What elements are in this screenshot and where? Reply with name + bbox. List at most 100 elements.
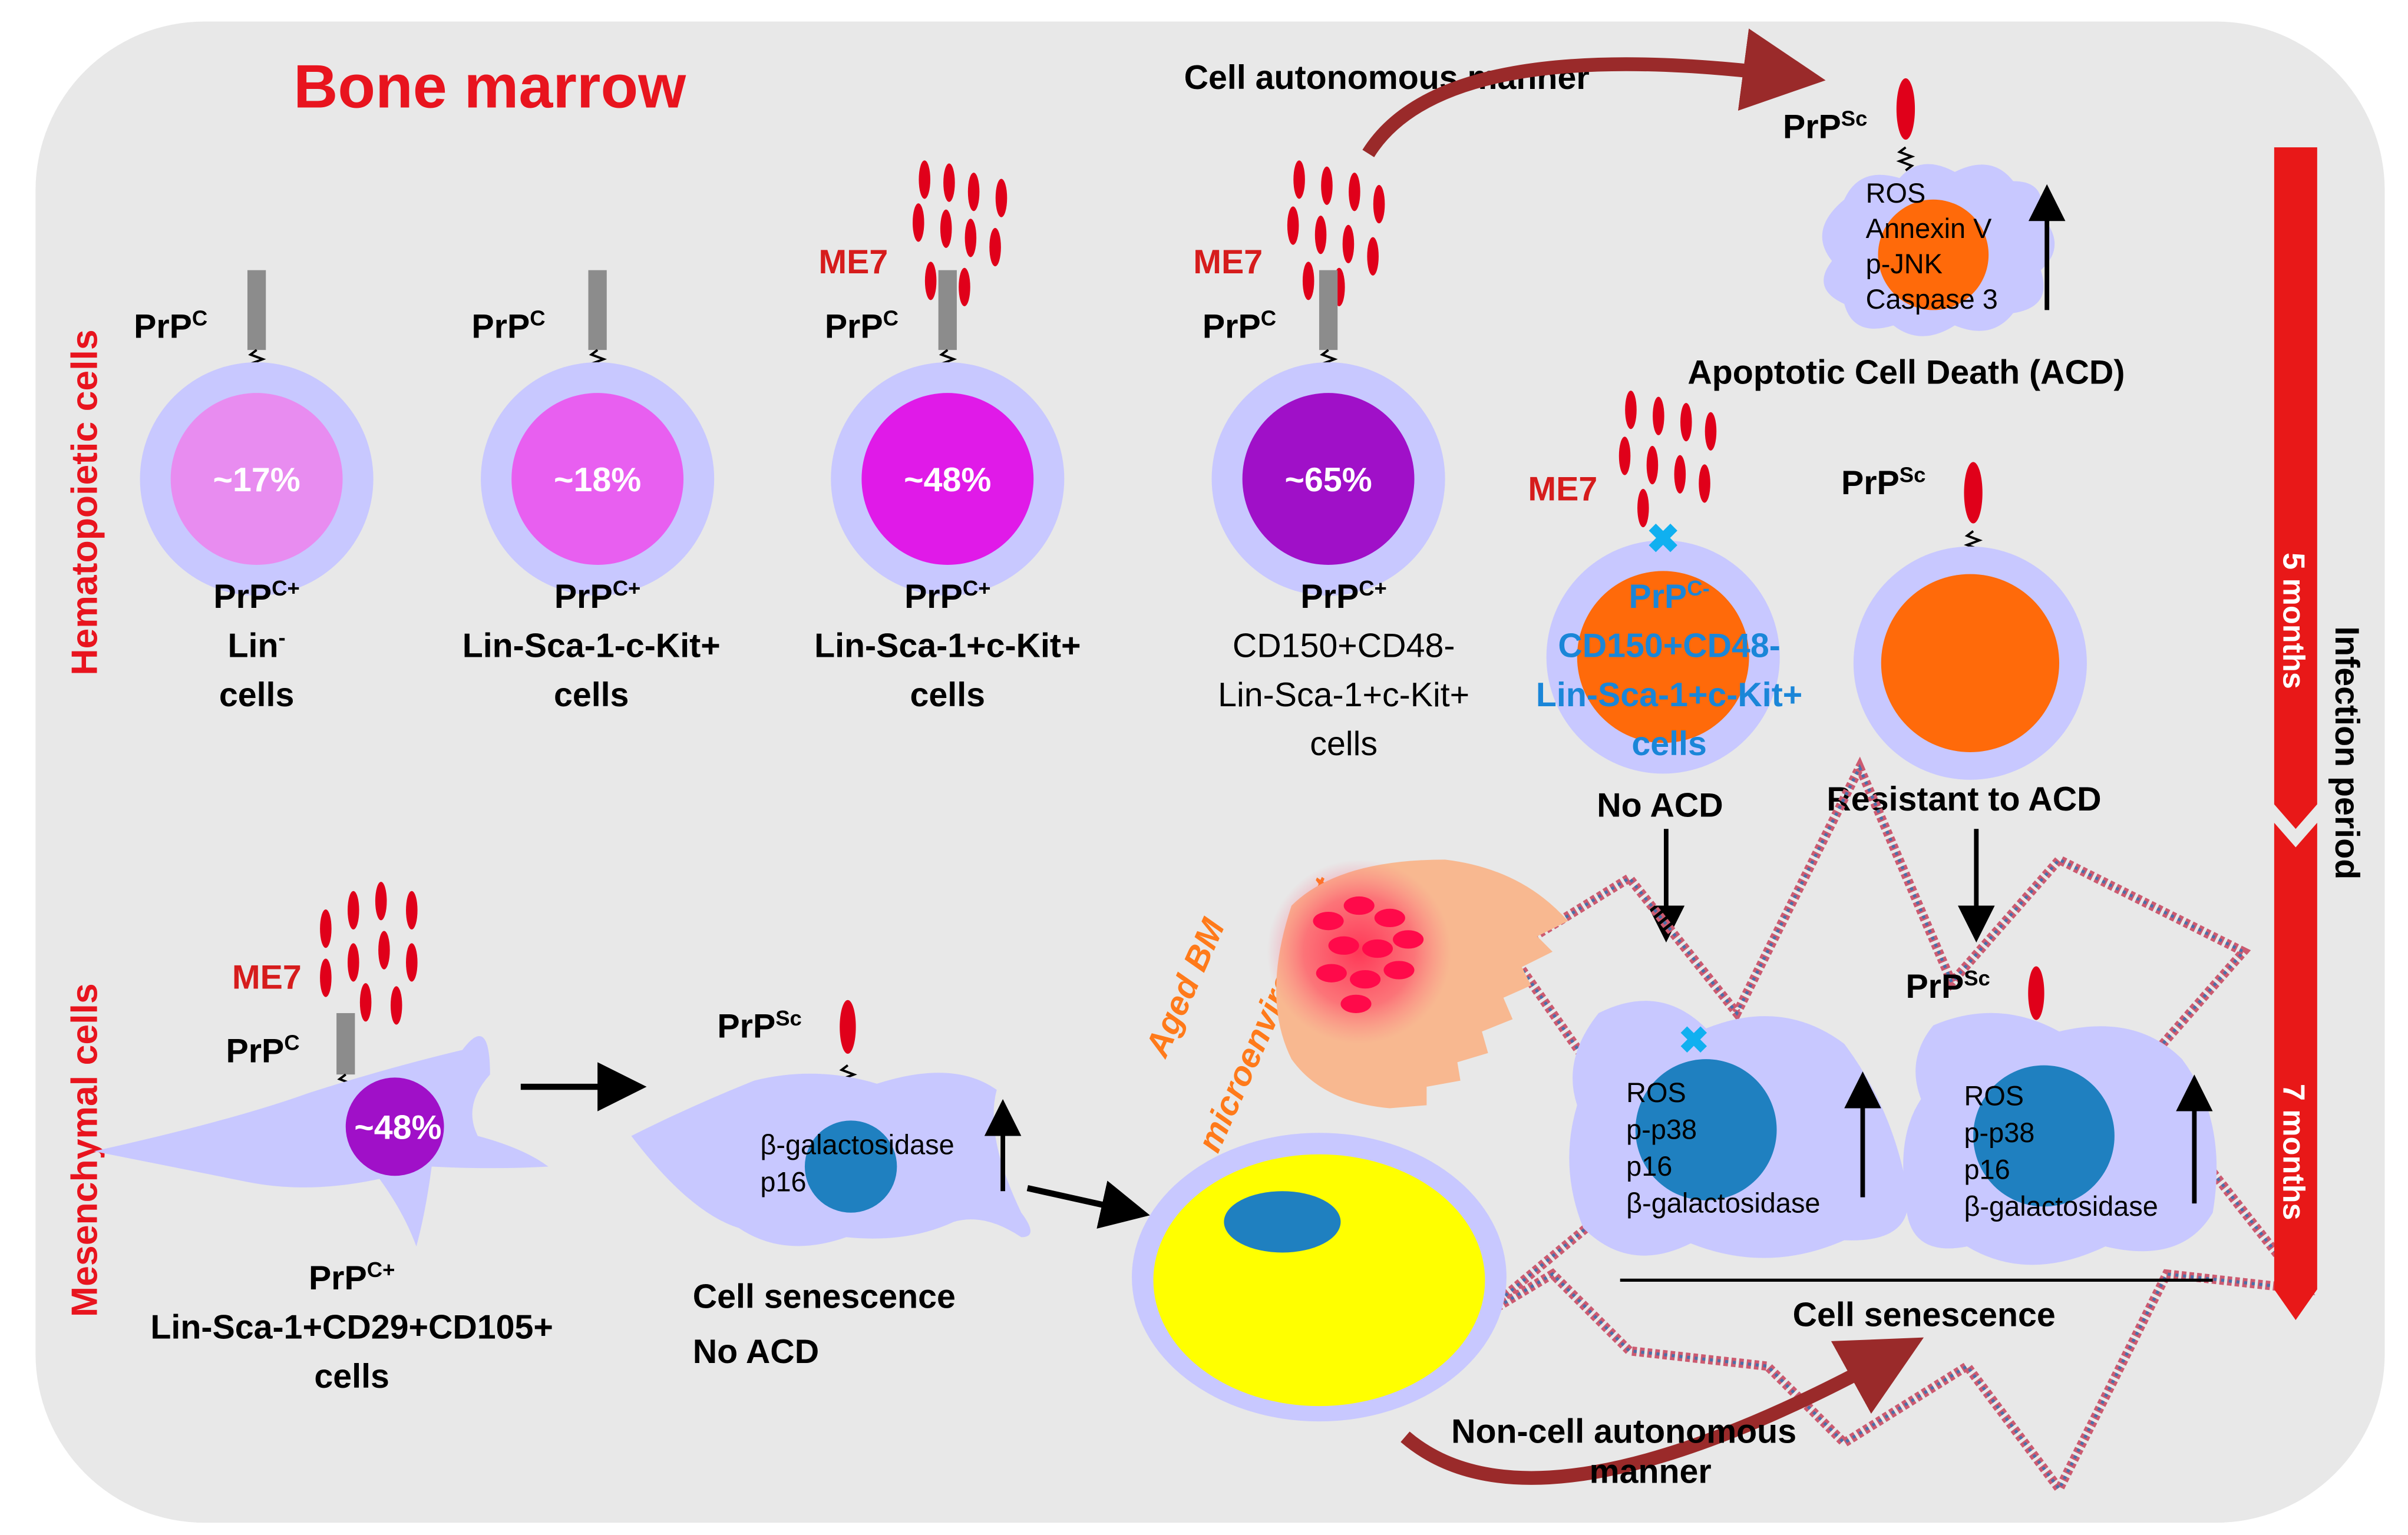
cell-phenotype-line4: cells <box>1310 725 1378 763</box>
section-label-hematopoietic: Hematopoietic cells <box>64 329 105 675</box>
senescence-starburst-inner <box>1475 763 2308 1492</box>
prion-aggregate <box>1316 964 1347 982</box>
prion-aggregate <box>1374 908 1405 928</box>
cell-nucleus <box>1881 574 2060 752</box>
me7-label: ME7 <box>818 243 888 281</box>
cell-nucleus <box>1577 571 1749 743</box>
apoptosis-marker: Caspase 3 <box>1866 284 1998 315</box>
cell-nucleus <box>861 393 1034 565</box>
timeline-label-5-months: 5 months <box>2277 553 2311 689</box>
percent-label: ~48% <box>354 1109 441 1147</box>
prpc-label: PrPC <box>134 306 207 345</box>
section-label-mesenchymal: Mesenchymal cells <box>64 983 105 1317</box>
cell-nucleus <box>1224 1191 1341 1253</box>
cell-nucleus <box>170 393 343 565</box>
cell-phenotype-line3: Lin-Sca-1+c-Kit+ <box>1218 676 1469 714</box>
hema-cell-1: PrPC ~17% PrPC+ Lin- cells <box>134 270 374 714</box>
senescent-marker: p16 <box>1626 1151 1672 1182</box>
cell-phenotype-line3: cells <box>910 676 986 714</box>
prpsc-prion <box>2028 966 2044 1020</box>
prpc-label: PrPC <box>825 306 899 345</box>
senescent-cell-1: ✖ ROS p-p38 p16 β-galactosidase <box>1569 1001 1908 1258</box>
cell-phenotype-line2: CD150+CD48- <box>1233 627 1455 664</box>
cell-nucleus <box>1635 1059 1777 1200</box>
no-acd-label: No ACD <box>1597 786 1723 824</box>
senescent-marker: ROS <box>1964 1080 2024 1111</box>
cell-nucleus <box>1242 393 1415 565</box>
cell-phenotype-line1: PrPC+ <box>309 1258 395 1297</box>
cell-phenotype-line1: PrPC+ <box>1300 576 1386 616</box>
prpsc-prion <box>840 1000 856 1054</box>
percent-label: ~17% <box>213 461 300 499</box>
apoptotic-nucleus <box>1878 199 1989 310</box>
cell-phenotype-line3: cells <box>219 676 295 714</box>
cell-phenotype-line2: CD150+CD48- <box>1558 627 1781 664</box>
prpc-label: PrPC <box>1203 306 1276 345</box>
hema-cell-3: ME7 PrPC ~48% PrPC+ Lin-Sca-1+c-Kit+ cel… <box>814 160 1081 714</box>
aged-cell <box>1267 859 1568 1109</box>
prion-aggregate <box>1328 936 1359 955</box>
prion-aggregate <box>1383 961 1415 980</box>
timeline-label-7-months: 7 months <box>2277 1084 2311 1220</box>
percent-label: ~18% <box>554 461 641 499</box>
prion-aggregate <box>1340 994 1372 1013</box>
senescence-marker: p16 <box>760 1166 806 1197</box>
me7-label: ME7 <box>232 958 302 996</box>
prpc-receptor <box>247 270 266 350</box>
senescent-marker: p16 <box>1964 1154 2010 1185</box>
yellow-cell <box>1132 1133 1507 1422</box>
cell-phenotype-line4: cells <box>1631 725 1707 763</box>
prpsc-label: PrPSc <box>1841 462 1925 502</box>
cell-autonomous-arrow <box>1362 28 1826 157</box>
cell-phenotype-line2: Lin-Sca-1-c-Kit+ <box>463 627 721 664</box>
cell-phenotype-line2: Lin-Sca-1+CD29+CD105+ <box>150 1308 553 1346</box>
prpsc-prion <box>1896 78 1915 140</box>
prpc-receptor <box>336 1013 355 1075</box>
cell-phenotype-line3: Lin-Sca-1+c-Kit+ <box>1536 676 1802 714</box>
mesenchymal-cell: ME7 PrPC ~48% PrPC+ Lin-Sca-1+CD29+CD105… <box>94 882 553 1395</box>
prpsc-label: PrPSc <box>1783 107 1867 146</box>
me7-label: ME7 <box>1193 243 1263 281</box>
prion-aggregate <box>1343 896 1375 915</box>
senescent-marker: β-galactosidase <box>1964 1191 2158 1222</box>
infection-period-label: Infection period <box>2328 626 2366 879</box>
cell-phenotype-line1: PrPC+ <box>213 576 299 616</box>
gpi-anchor <box>1896 146 1915 171</box>
apoptosis-marker: p-JNK <box>1866 249 1943 279</box>
cell-phenotype-line2: Lin- <box>228 626 286 665</box>
apoptosis-marker: ROS <box>1866 178 1926 209</box>
cell-phenotype-line2: Lin-Sca-1+c-Kit+ <box>814 627 1081 664</box>
hema-cell-2: PrPC ~18% PrPC+ Lin-Sca-1-c-Kit+ cells <box>463 270 721 714</box>
prpsc-label: PrPSc <box>717 1006 801 1046</box>
cell-phenotype-line1: PrPC+ <box>904 576 990 616</box>
prpsc-label: PrPSc <box>1905 966 1990 1005</box>
prpc-negative-cell: ME7 ✖ PrPC- CD150+CD48- Lin-Sca-1+c-Kit+… <box>1528 391 1802 774</box>
cell-phenotype-line3: cells <box>554 676 629 714</box>
non-cell-autonomous-label: Non-cell autonomous <box>1451 1413 1796 1451</box>
cell-membrane <box>94 1036 549 1247</box>
cell-phenotype-line3: cells <box>314 1358 389 1395</box>
prpc-receptor <box>938 270 957 350</box>
apoptotic-label: Apoptotic Cell Death (ACD) <box>1687 354 2125 392</box>
cell-nucleus <box>511 393 684 565</box>
cell-phenotype-line1: PrPC- <box>1629 576 1709 616</box>
cell-nucleus <box>345 1077 444 1176</box>
prion-aggregate <box>1362 939 1393 958</box>
percent-label: ~65% <box>1284 461 1372 499</box>
cell-nucleus <box>804 1120 897 1213</box>
page-title: Bone marrow <box>293 52 686 121</box>
senescence-marker: β-galactosidase <box>760 1130 954 1160</box>
blocked-x-icon: ✖ <box>1646 517 1680 561</box>
senescent-marker: ROS <box>1626 1077 1686 1108</box>
aged-cell-glow <box>1267 859 1452 1044</box>
non-cell-autonomous-arrow <box>1400 1337 1924 1485</box>
cell-phenotype-line1: PrPC+ <box>554 576 640 616</box>
resistant-cell: PrPSc <box>1841 462 2087 780</box>
senescent-marker: p-p38 <box>1964 1117 2034 1148</box>
hema-cell-4: ME7 PrPC ~65% PrPC+ CD150+CD48- Lin-Sca-… <box>1193 160 1469 763</box>
cell-nucleus <box>1973 1065 2115 1207</box>
senescent-cell-2: PrPSc ROS p-p38 p16 β-galactosidase <box>1903 966 2217 1265</box>
timeline-segment-7m <box>2274 822 2317 1321</box>
prion-aggregate <box>1313 911 1344 931</box>
